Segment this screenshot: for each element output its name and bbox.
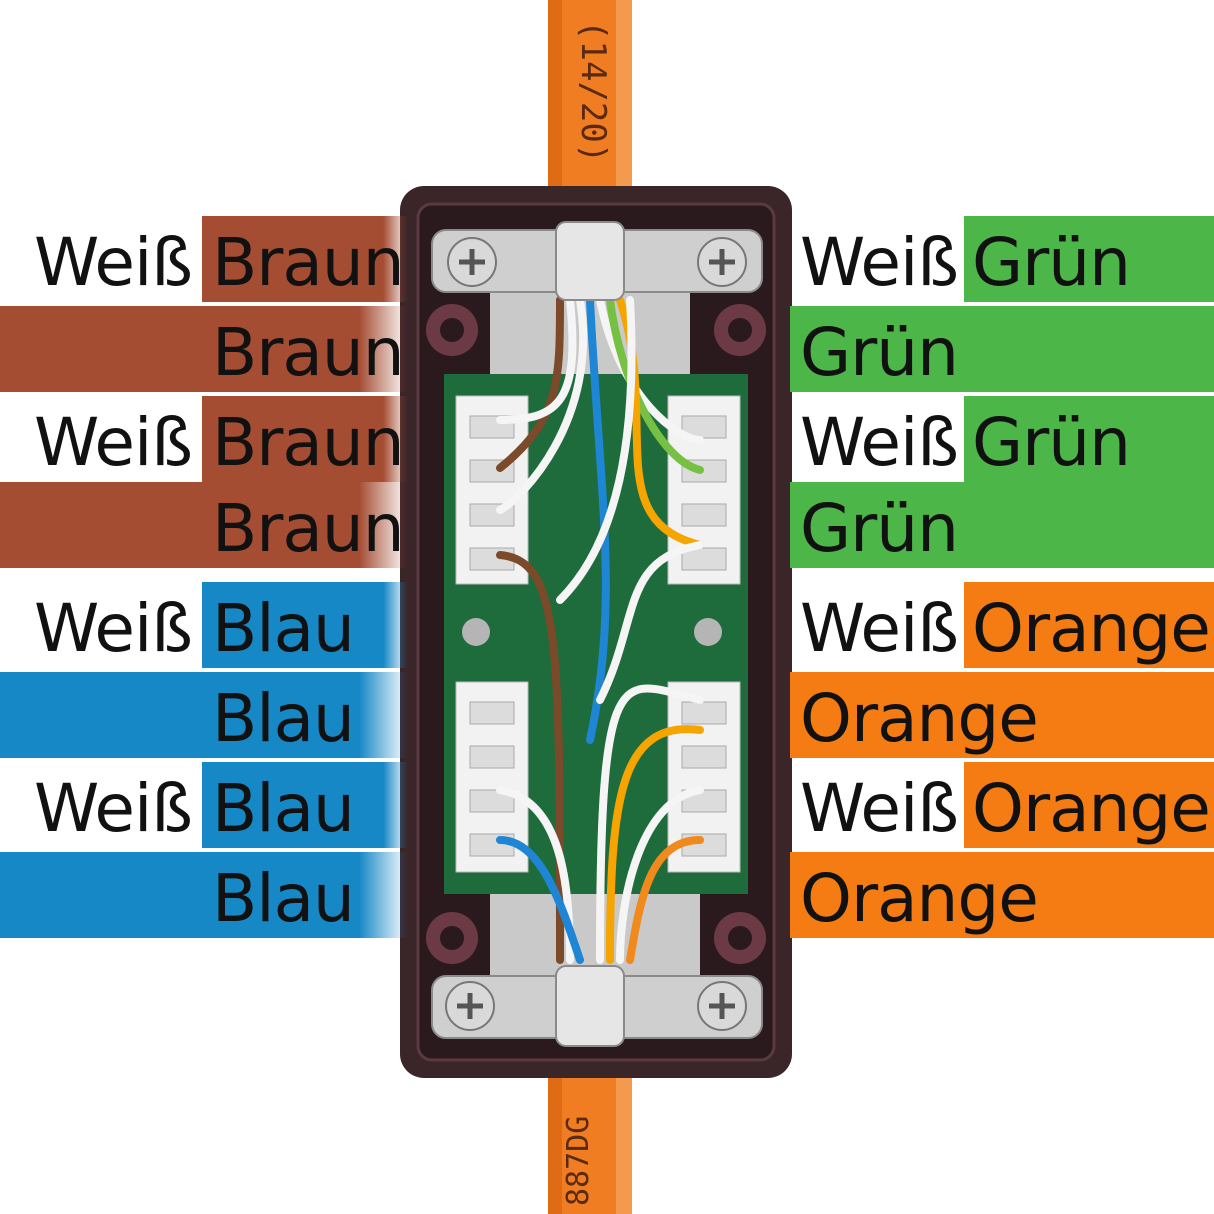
left-label-prefix: Weiß	[34, 404, 193, 481]
left-label-color: Braun	[212, 224, 405, 301]
right-label-prefix: Weiß	[800, 404, 959, 481]
left-label-prefix: Weiß	[34, 590, 193, 667]
left-label-prefix: Weiß	[34, 224, 193, 301]
right-label-swatch	[964, 396, 1214, 482]
right-label-color: Grün	[800, 490, 959, 567]
right-label-swatch	[790, 306, 1214, 392]
right-label-color: Orange	[972, 770, 1211, 847]
idc-slot	[681, 701, 727, 725]
wires	[496, 296, 704, 964]
idc-slot	[681, 745, 727, 769]
left-label-color: Blau	[212, 770, 355, 847]
left-label-color: Braun	[212, 404, 405, 481]
left-label-swatch	[202, 216, 408, 302]
right-label-swatch	[790, 672, 1214, 758]
left-label-swatch	[0, 852, 408, 938]
left-label-row: Braun	[0, 306, 420, 392]
idc-slot	[469, 789, 515, 813]
right-label-color: Grün	[800, 314, 959, 391]
right-label-row: Orange	[790, 672, 1214, 758]
right-label-color: Grün	[972, 404, 1131, 481]
right-label-color: Orange	[800, 680, 1039, 757]
left-label-color: Braun	[212, 314, 405, 391]
right-label-row: Orange	[790, 852, 1214, 938]
right-label-row: Grün	[790, 482, 1214, 568]
right-label-prefix: Weiß	[800, 770, 959, 847]
left-label-swatch	[0, 672, 408, 758]
left-label-swatch	[0, 482, 408, 568]
right-label-swatch	[790, 852, 1214, 938]
right-label-swatch	[964, 582, 1214, 668]
idc-slot	[681, 547, 727, 571]
right-label-swatch	[964, 762, 1214, 848]
right-label-color: Orange	[972, 590, 1211, 667]
left-label-row: Blau	[0, 672, 420, 758]
idc-slot	[469, 701, 515, 725]
right-label-color: Orange	[800, 860, 1039, 937]
idc-slot	[681, 503, 727, 527]
left-label-color: Blau	[212, 590, 355, 667]
right-label-row: Grün	[790, 306, 1214, 392]
idc-slot	[469, 745, 515, 769]
right-label-color: Grün	[972, 224, 1131, 301]
left-label-swatch	[0, 306, 408, 392]
left-label-row: Braun	[0, 482, 420, 568]
left-label-prefix: Weiß	[34, 770, 193, 847]
left-label-swatch	[202, 762, 408, 848]
left-label-color: Braun	[212, 490, 405, 567]
right-label-prefix: Weiß	[800, 224, 959, 301]
shield-plate-bottom	[490, 886, 700, 976]
screw-icons	[445, 237, 747, 1031]
left-label-color: Blau	[212, 860, 355, 937]
cable-top-text: (14/20)	[573, 20, 613, 163]
left-label-row: Blau	[0, 852, 420, 938]
idc-slot	[681, 415, 727, 439]
left-label-swatch	[202, 396, 408, 482]
cable-bottom-text: 887DG	[561, 1116, 596, 1206]
left-label-swatch	[202, 582, 408, 668]
right-label-swatch	[964, 216, 1214, 302]
right-label-prefix: Weiß	[800, 590, 959, 667]
screw-posts	[426, 304, 766, 964]
left-label-color: Blau	[212, 680, 355, 757]
right-label-swatch	[790, 482, 1214, 568]
